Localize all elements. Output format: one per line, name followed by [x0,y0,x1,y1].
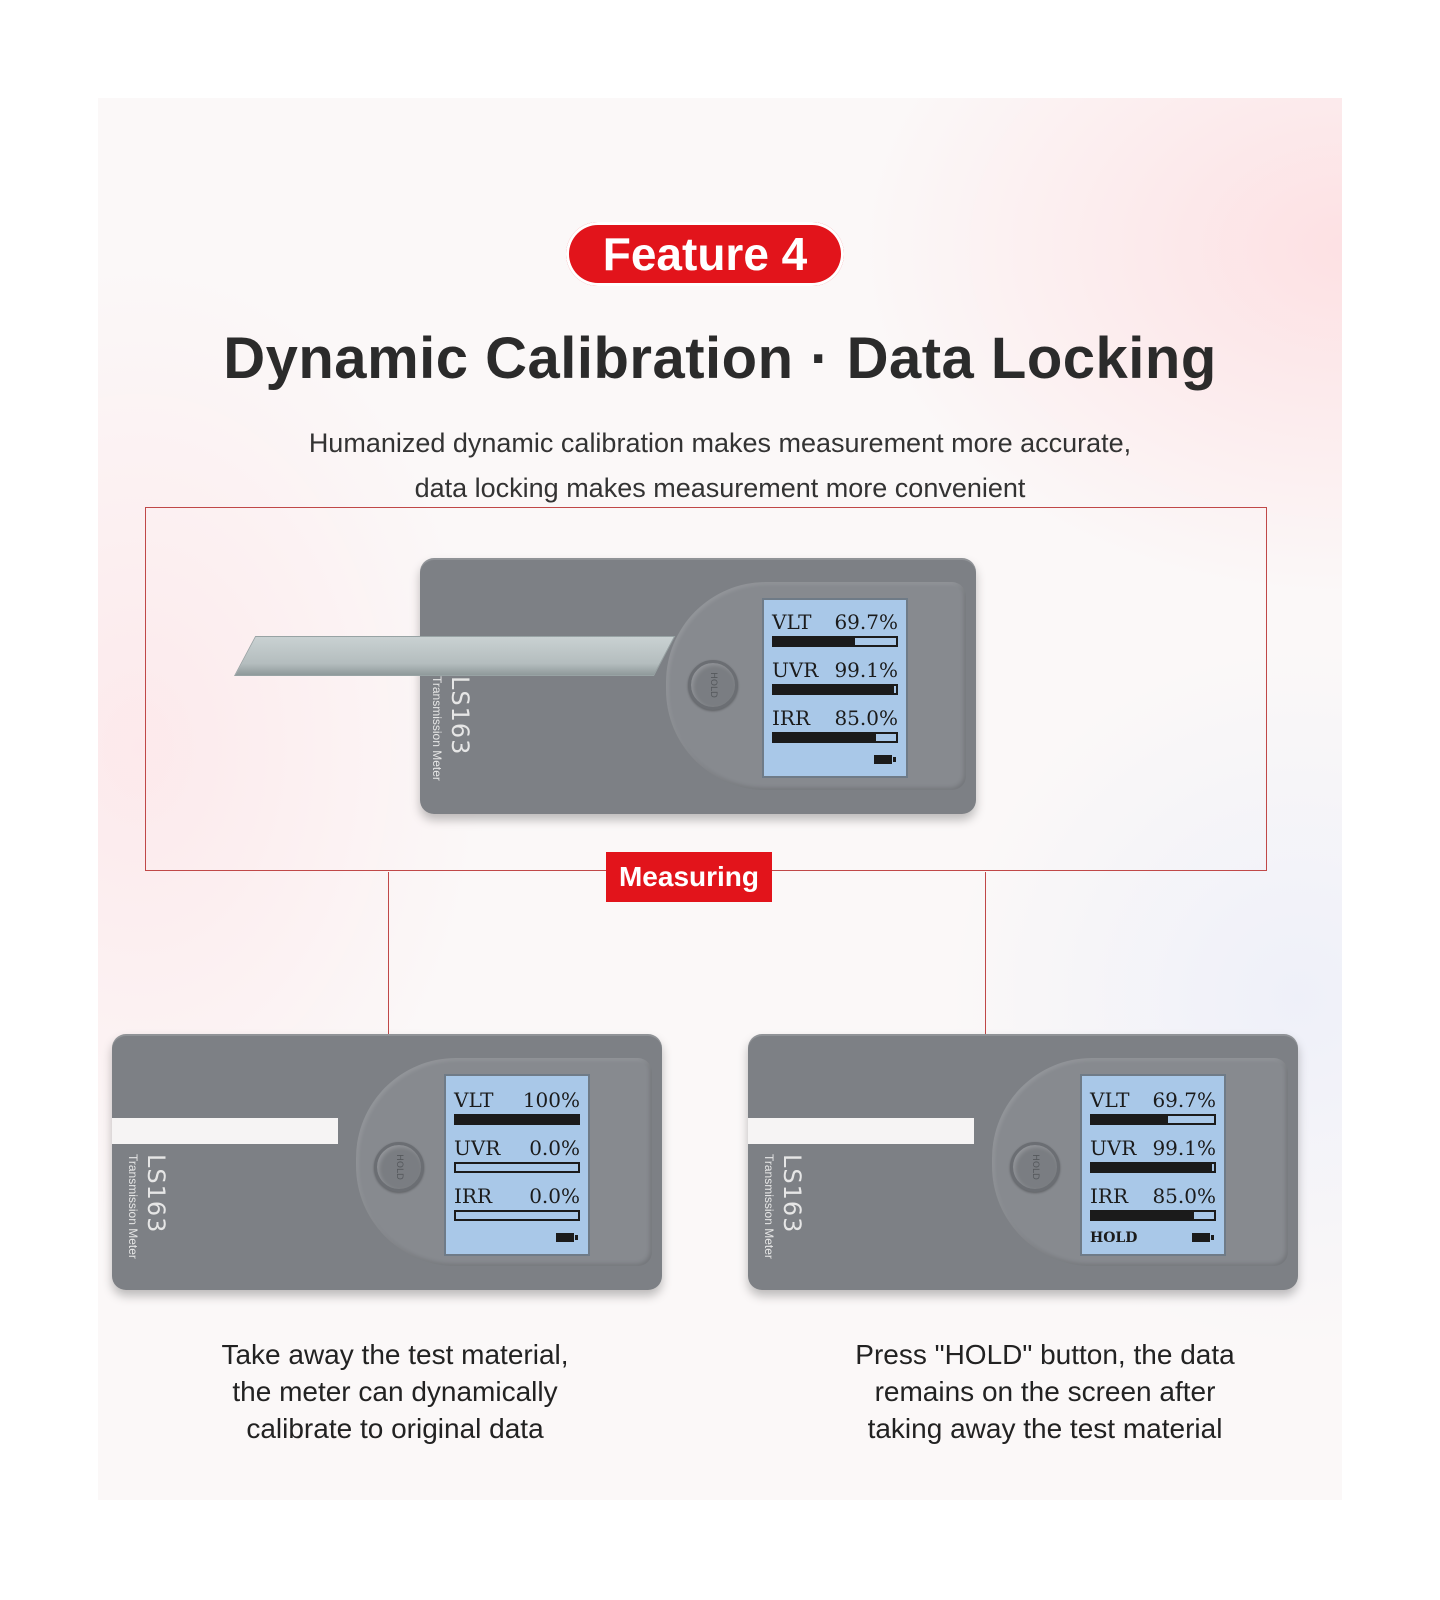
caption-hold: Press "HOLD" button, the data remains on… [855,1339,1235,1444]
device-branding: LS163 Transmission Meter [126,1154,170,1259]
connector-line-left [388,872,389,1034]
battery-icon [1192,1233,1214,1242]
meter-slot [112,1118,338,1144]
device-branding: LS163 Transmission Meter [762,1154,806,1259]
device-branding: LS163 Transmission Meter [430,676,474,781]
test-glass-sample [234,636,676,676]
meter-slot [748,1118,974,1144]
measuring-label: Measuring [606,852,772,902]
subtitle-line-1: Humanized dynamic calibration makes meas… [308,428,1132,458]
page-title: Dynamic Calibration · Data Locking [223,326,1217,391]
caption-calibration: Take away the test material, the meter c… [221,1339,569,1444]
hold-button[interactable]: HOLD [374,1142,424,1192]
device-description: Transmission Meter [430,676,444,781]
lcd-hold-indicator: HOLD [1090,1230,1138,1246]
hold-button[interactable]: HOLD [688,660,738,710]
connector-line-right [985,872,986,1034]
battery-icon [556,1233,578,1242]
hold-button[interactable]: HOLD [1010,1142,1060,1192]
feature-badge: Feature 4 [566,222,844,286]
device-model: LS163 [446,676,474,756]
battery-icon [874,755,896,764]
subtitle-line-2: data locking makes measurement more conv… [414,473,1026,503]
